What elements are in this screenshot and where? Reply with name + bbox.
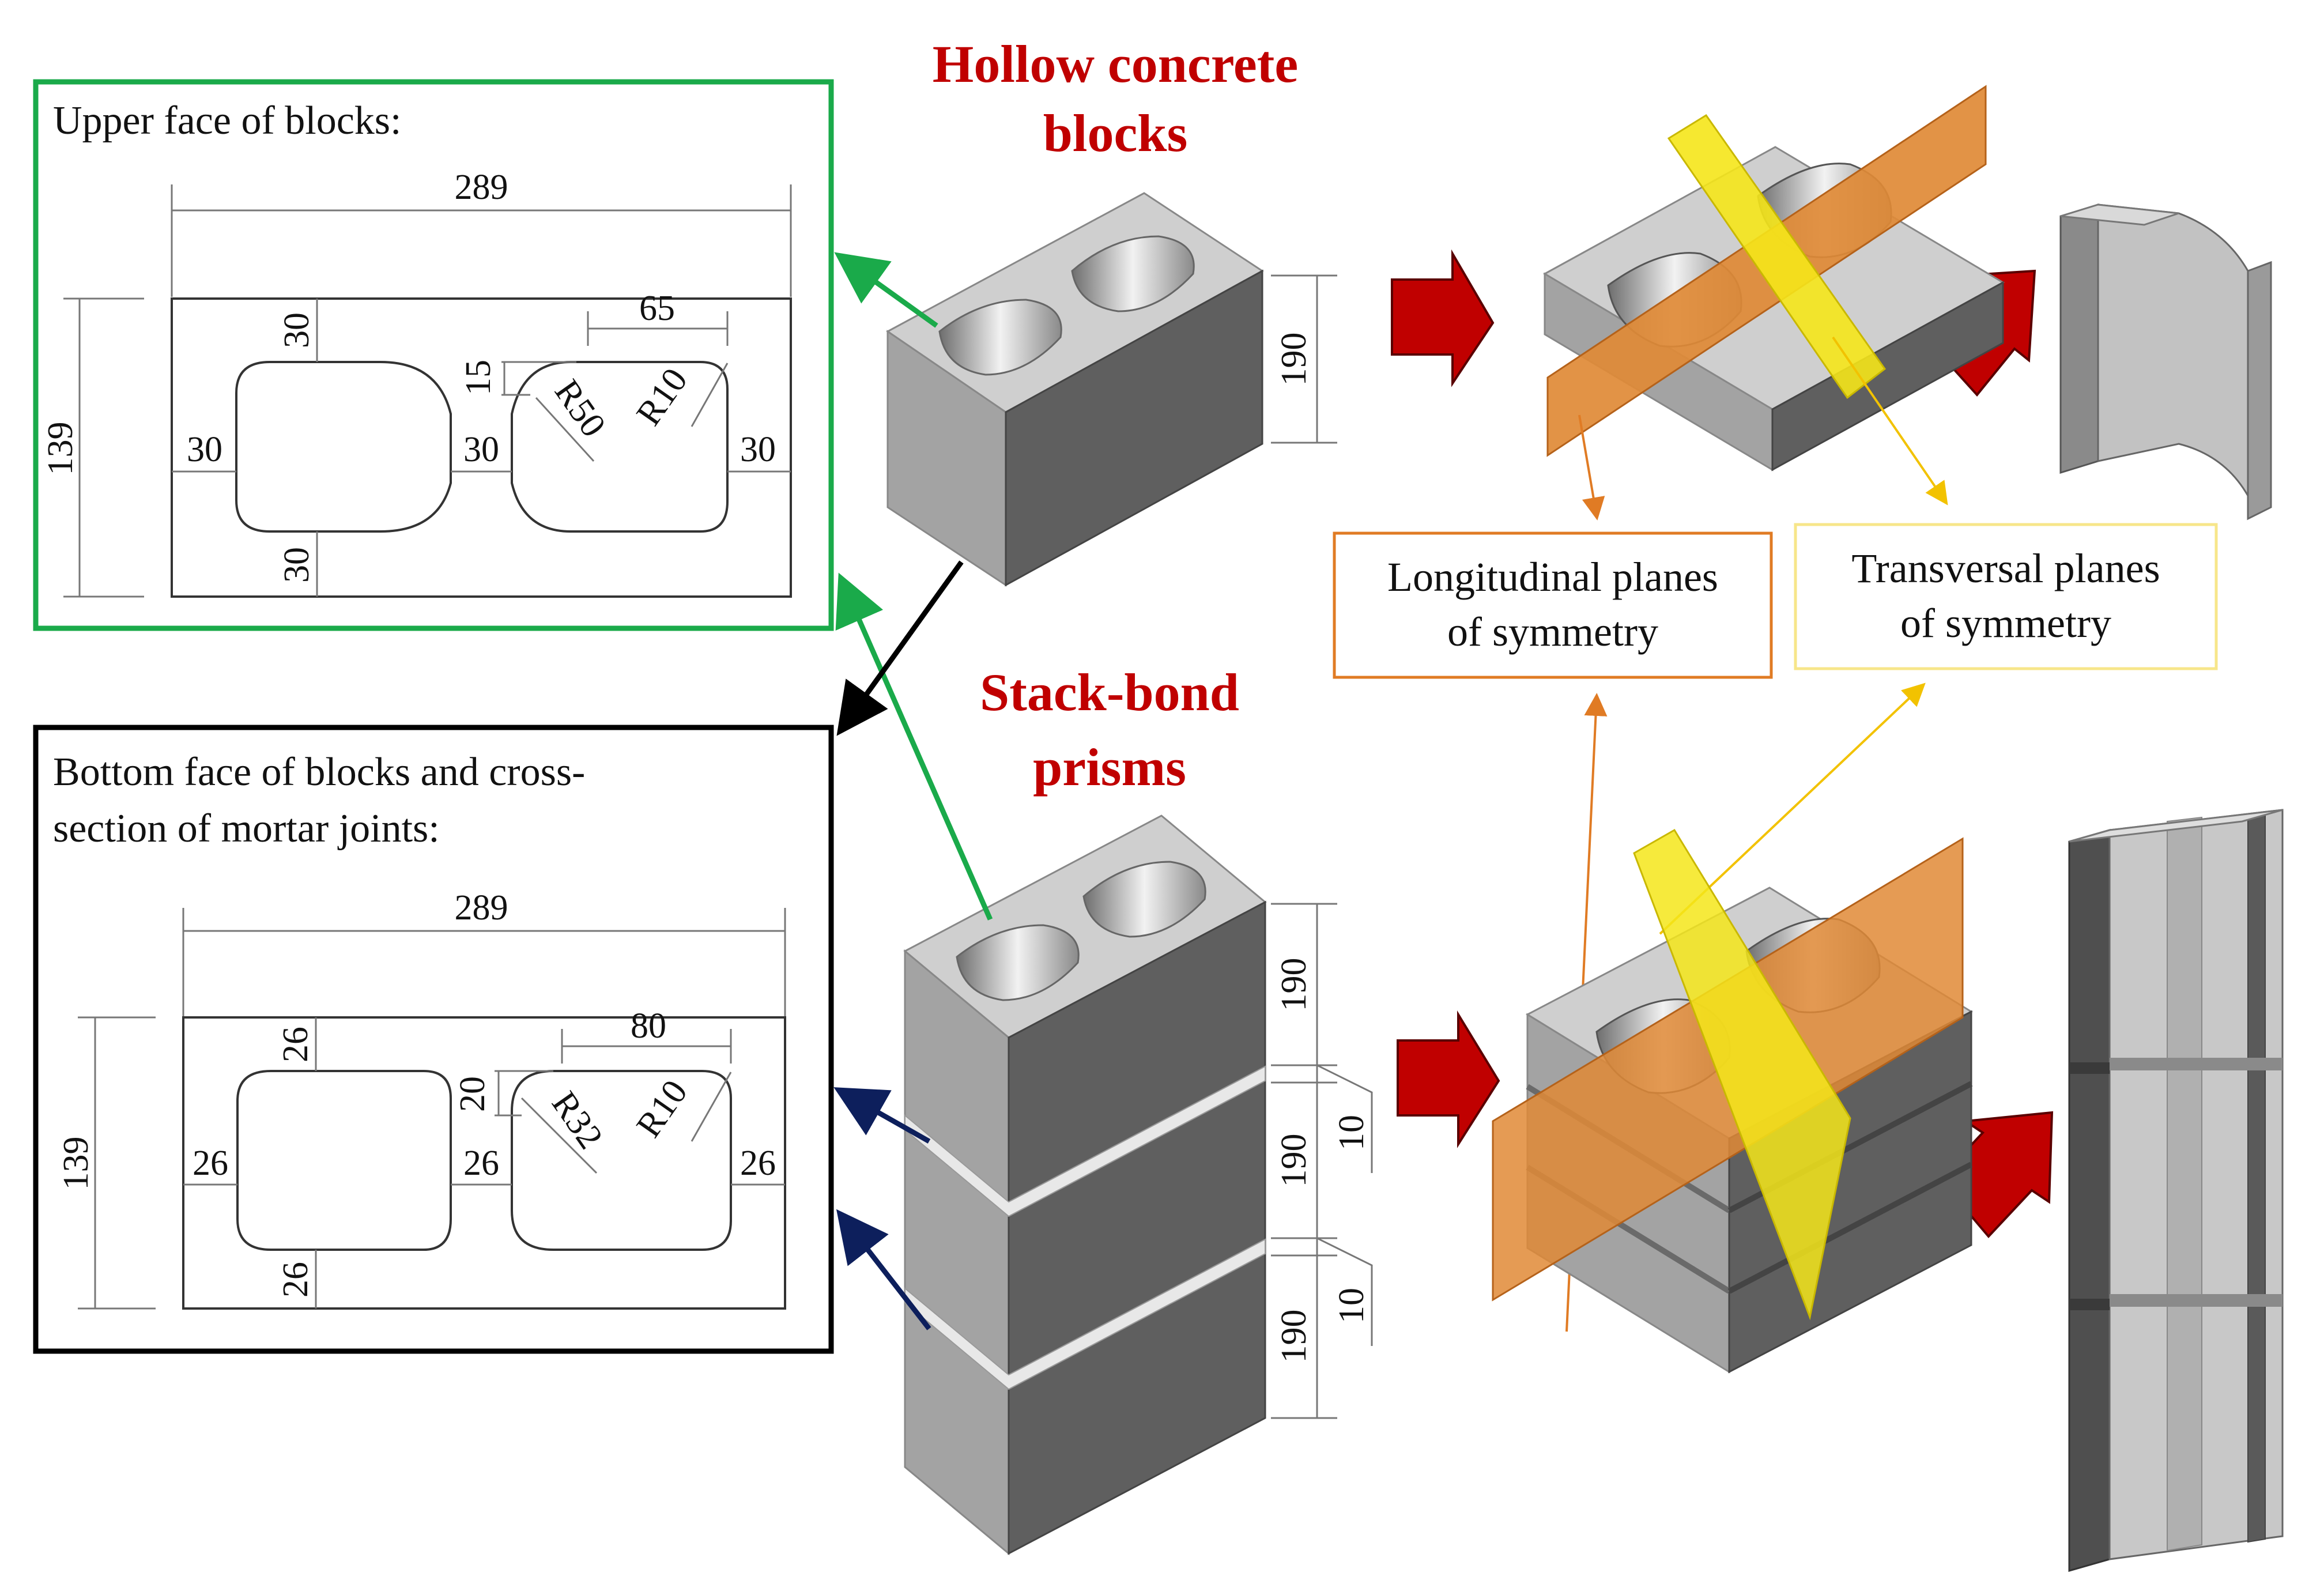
bottom-right-wall-dim: 26 — [740, 1144, 776, 1183]
upper-face-title: Upper face of blocks: — [53, 99, 401, 143]
mortar-joint-arrow-2 — [836, 1209, 931, 1330]
longitudinal-planes-line1: Longitudinal planes — [1387, 554, 1718, 600]
bottom-face-title-line1: Bottom face of blocks and cross- — [53, 750, 585, 794]
upper-length-dim: 289 — [455, 168, 508, 207]
prism-with-symmetry-planes — [1492, 828, 1974, 1374]
transversal-planes-line1: Transversal planes — [1851, 545, 2160, 591]
upper-left-wall-dim: 30 — [187, 430, 222, 469]
transversal-pointer-top — [1832, 336, 1948, 506]
upper-face-panel: Upper face of blocks: 289 139 — [33, 79, 834, 631]
upper-face-frame — [33, 79, 834, 631]
bottom-height-dim: 139 — [56, 1137, 96, 1190]
hollow-blocks-title-line1: Hollow concrete — [933, 35, 1298, 93]
mortar-joint-arrow-1 — [833, 1087, 931, 1144]
bottom-face-frame — [33, 725, 834, 1354]
bottom-offset-dim: 80 — [631, 1006, 666, 1046]
bottom-left-hole — [236, 1070, 452, 1251]
transversal-plane-bottom — [1633, 828, 1851, 1321]
red-arrow-block-to-planes — [1391, 249, 1495, 387]
prism-joint2-dim: 10 — [1332, 1288, 1371, 1323]
transversal-plane-top — [1667, 114, 1887, 399]
transversal-planes-line2: of symmetry — [1900, 600, 2111, 646]
upper-block-outline — [171, 297, 792, 598]
single-block-hole-right — [1071, 235, 1195, 312]
upper-offset-dim: 65 — [639, 289, 675, 328]
prism-joint1-dim: 10 — [1332, 1115, 1371, 1151]
block-with-symmetry-planes — [1542, 85, 2005, 472]
prism-block3-height-dim: 190 — [1274, 1310, 1314, 1363]
longitudinal-planes-box — [1333, 531, 1773, 679]
bottom-length-dim: 289 — [455, 888, 508, 927]
prism-mortar-joint-2 — [904, 1238, 1266, 1390]
transversal-planes-box — [1794, 523, 2218, 670]
prism-block1-height-dim: 190 — [1274, 958, 1314, 1012]
bottom-web-dim: 26 — [463, 1144, 499, 1183]
upper-right-hole — [511, 361, 729, 533]
bottom-notch-dim: 20 — [453, 1076, 492, 1112]
hollow-blocks-title-line2: blocks — [1043, 104, 1188, 163]
single-hollow-block — [886, 192, 1264, 587]
longitudinal-pointer-top — [1578, 414, 1605, 521]
prism-hole-right — [1082, 861, 1206, 938]
upper-left-hole — [235, 361, 452, 533]
stack-bond-title-line2: prisms — [1033, 738, 1186, 797]
bottom-block-outline — [182, 1016, 786, 1310]
stack-bond-prism — [903, 814, 1267, 1556]
bottom-face-title-line2: section of mortar joints: — [53, 806, 440, 851]
red-arrow-prism-to-planes — [1397, 1010, 1500, 1148]
upper-notch-dim: 15 — [459, 360, 498, 395]
bottom-face-panel: Bottom face of blocks and cross- section… — [33, 725, 834, 1354]
quarter-prism-model — [2068, 809, 2284, 1572]
bottom-right-hole — [511, 1070, 732, 1251]
single-block-height-dim: 190 — [1274, 333, 1314, 386]
upper-bottom-wall-dim: 30 — [277, 547, 316, 583]
prism-hole-left — [956, 924, 1080, 1001]
upper-top-wall-dim: 30 — [277, 312, 316, 348]
prism-block2-height-dim: 190 — [1274, 1134, 1314, 1187]
upper-right-wall-dim: 30 — [740, 430, 776, 469]
bottom-top-wall-dim: 26 — [276, 1027, 315, 1062]
upper-face-arrow-prism — [835, 572, 993, 921]
longitudinal-planes-line2: of symmetry — [1447, 609, 1658, 655]
single-block-hole-left — [938, 299, 1062, 376]
bottom-face-arrow — [836, 560, 964, 736]
upper-height-dim: 139 — [41, 422, 80, 476]
stack-bond-title-line1: Stack-bond — [980, 663, 1239, 722]
bottom-bottom-wall-dim: 26 — [276, 1262, 315, 1298]
quarter-block-model — [2059, 203, 2272, 521]
upper-face-arrow-top — [834, 252, 938, 328]
upper-web-dim: 30 — [463, 430, 499, 469]
bottom-left-wall-dim: 26 — [193, 1144, 228, 1183]
